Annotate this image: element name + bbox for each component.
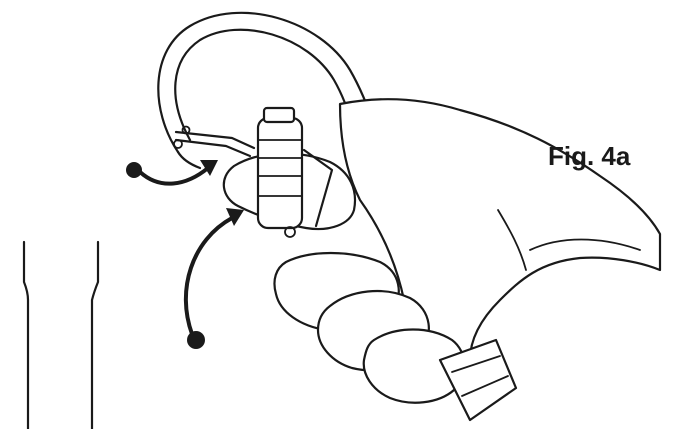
arrow-gate xyxy=(126,160,218,184)
arrow-start-dot xyxy=(126,162,142,178)
arrow-head xyxy=(226,208,244,226)
arrow-sleeve xyxy=(186,208,244,349)
rope-sling xyxy=(24,242,98,429)
figure-label: Fig. 4a xyxy=(548,143,630,169)
arrow-start-dot xyxy=(187,331,205,349)
